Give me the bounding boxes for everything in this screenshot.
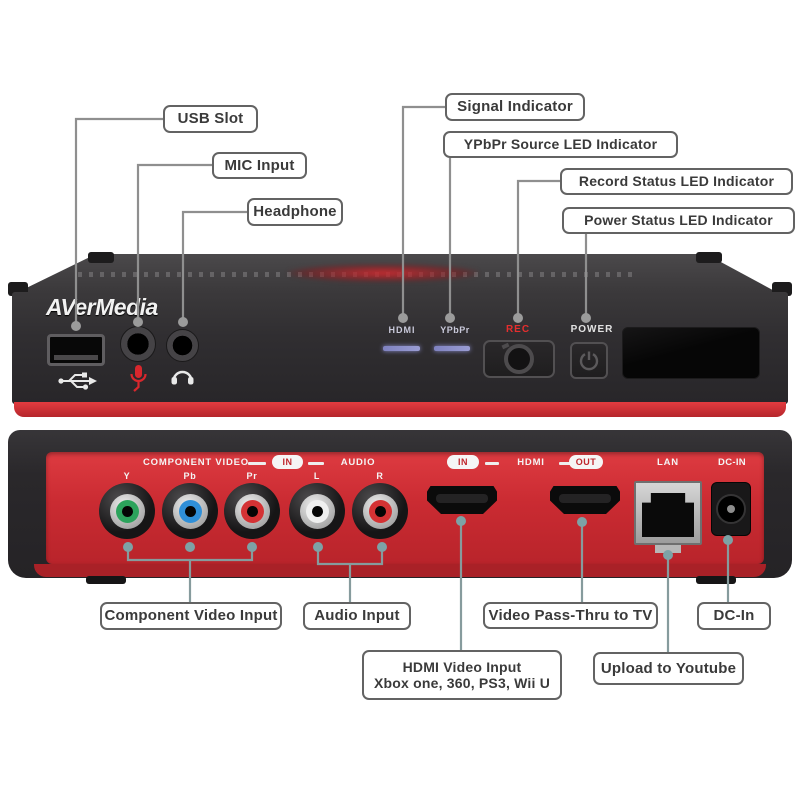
device-rear-view: COMPONENT VIDEO IN AUDIO Y Pb Pr L R IN … <box>8 430 792 584</box>
callout-video-passthru: Video Pass-Thru to TV <box>483 602 658 629</box>
mic-icon <box>130 365 147 392</box>
callout-upload-youtube: Upload to Youtube <box>593 652 744 685</box>
lan-label: LAN <box>657 457 679 468</box>
callout-component-video-input: Component Video Input <box>100 602 282 630</box>
mic-jack <box>120 326 156 362</box>
hdmi-slot <box>559 494 611 503</box>
hdmi-in-port <box>427 486 497 514</box>
component-in-badge: IN <box>272 455 303 469</box>
lan-tab <box>655 545 681 553</box>
callout-hdmi-video-input-line2: Xbox one, 360, PS3, Wii U <box>373 675 551 691</box>
hdmi-out-badge: OUT <box>569 455 603 469</box>
headphone-icon <box>171 370 194 385</box>
corner-bumper <box>696 252 722 263</box>
audio-label: AUDIO <box>340 457 376 468</box>
device-foot <box>696 576 736 584</box>
callout-signal-indicator: Signal Indicator <box>445 93 585 121</box>
jack-label-r: R <box>376 471 384 481</box>
callout-hdmi-video-input-line1: HDMI Video Input <box>402 658 522 675</box>
camera-icon <box>504 344 534 374</box>
lan-hole <box>642 493 694 537</box>
ypbpr-signal-led <box>434 346 470 351</box>
hdmi-label: HDMI <box>517 457 545 468</box>
headphone-jack <box>166 329 199 362</box>
record-button <box>483 340 555 378</box>
dc-barrel <box>716 494 746 524</box>
divider-dash <box>308 462 324 465</box>
callout-mic-input: MIC Input <box>212 152 307 179</box>
jack-label-l: L <box>313 471 321 481</box>
rec-label: REC <box>505 324 531 335</box>
jack-label-pr: Pr <box>246 471 258 481</box>
callout-usb-slot: USB Slot <box>163 105 258 133</box>
callout-audio-input: Audio Input <box>303 602 411 630</box>
power-button <box>570 342 608 379</box>
hdmi-out-port <box>550 486 620 514</box>
ypbpr-source-label: YPbPr <box>440 325 470 335</box>
jack-label-pb: Pb <box>183 471 197 481</box>
hdmi-source-label: HDMI <box>388 325 416 335</box>
hdmi-signal-led <box>383 346 420 351</box>
rear-red-lip <box>34 564 766 577</box>
corner-bumper <box>88 252 114 263</box>
device-front-view: AVerMedia <box>8 252 792 418</box>
power-icon <box>579 351 599 370</box>
hdmi-slot <box>436 494 488 503</box>
rca-jack-pr <box>224 483 280 539</box>
divider-dash <box>485 462 499 465</box>
rca-jack-pb <box>162 483 218 539</box>
usb-icon <box>58 372 97 390</box>
front-window-panel <box>622 327 760 379</box>
jack-label-y: Y <box>123 471 131 481</box>
device-top-surface <box>14 254 780 294</box>
divider-dash <box>559 462 573 465</box>
component-video-label: COMPONENT VIDEO <box>143 457 249 468</box>
dc-in-label: DC-IN <box>718 457 746 468</box>
dc-pin <box>727 505 735 513</box>
front-red-base <box>14 402 786 417</box>
usb-port <box>47 334 105 366</box>
power-label: POWER <box>570 324 614 335</box>
callout-record-status-led: Record Status LED Indicator <box>560 168 793 195</box>
rca-jack-audio-r <box>352 483 408 539</box>
device-foot <box>86 576 126 584</box>
callout-power-status-led: Power Status LED Indicator <box>562 207 795 234</box>
callout-dc-in: DC-In <box>697 602 771 630</box>
brand-logo: AVerMedia <box>46 294 158 320</box>
hdmi-in-badge: IN <box>447 455 479 469</box>
rca-jack-audio-l <box>289 483 345 539</box>
usb-tongue <box>54 355 98 360</box>
callout-headphone: Headphone <box>247 198 343 226</box>
dc-in-jack <box>711 482 751 536</box>
rca-jack-y <box>99 483 155 539</box>
lan-port <box>634 481 702 545</box>
callout-ypbpr-source-led: YPbPr Source LED Indicator <box>443 131 678 158</box>
callout-hdmi-video-input: HDMI Video Input Xbox one, 360, PS3, Wii… <box>362 650 562 700</box>
top-surface-red-graphic <box>288 264 478 282</box>
divider-dash <box>248 462 266 465</box>
